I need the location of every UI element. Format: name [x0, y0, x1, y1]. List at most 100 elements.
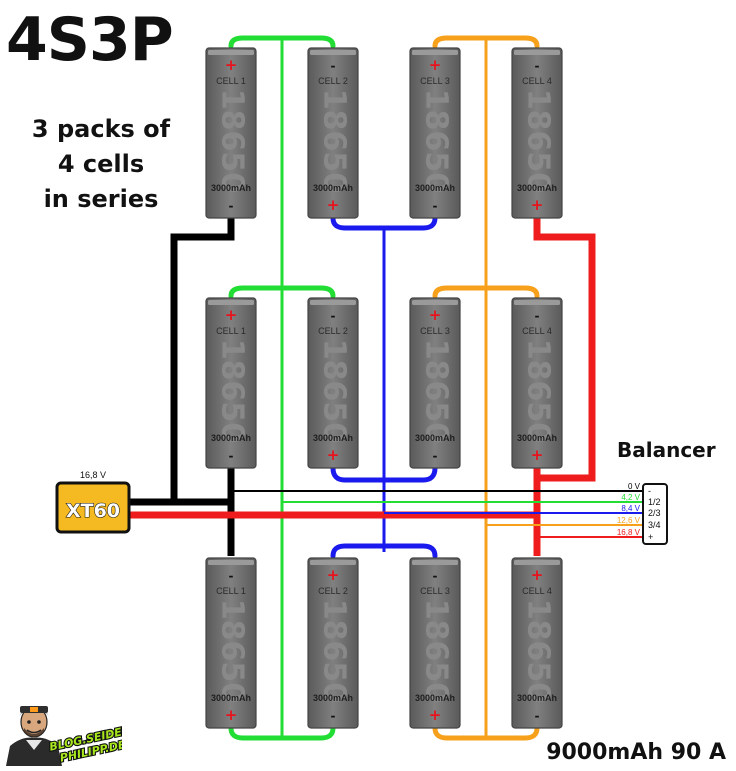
cell-capacity: 3000mAh — [313, 183, 353, 193]
cell-capacity: 3000mAh — [517, 433, 557, 443]
cell-label: CELL 2 — [318, 326, 348, 336]
pack-description: 3 packs of 4 cells in series — [10, 112, 192, 217]
cell-cap — [514, 300, 560, 305]
balancer-pin: 3/4 — [648, 520, 661, 530]
cell-cap — [208, 560, 254, 565]
cell-label: CELL 1 — [216, 586, 246, 596]
link-3-4 — [432, 285, 540, 299]
cell-model: 18650 — [419, 89, 454, 193]
link-3-4 — [432, 35, 540, 49]
page-title: 4S3P — [6, 5, 174, 75]
cell-cap — [412, 560, 458, 565]
cell-body — [511, 557, 563, 729]
minus-terminal-icon: - — [229, 449, 234, 463]
cell-capacity: 3000mAh — [313, 433, 353, 443]
cell-cap — [412, 50, 458, 55]
minus-terminal-icon: - — [229, 199, 234, 213]
cell-label: CELL 4 — [522, 76, 552, 86]
cell-model: 18650 — [521, 89, 556, 193]
cell-body — [409, 297, 461, 469]
plus-terminal-icon: + — [327, 446, 340, 464]
cell-capacity: 3000mAh — [211, 693, 251, 703]
balancer-pin: 2/3 — [648, 508, 661, 518]
cell-cap — [412, 300, 458, 305]
plus-terminal-icon: + — [531, 446, 544, 464]
cell-cap — [310, 300, 356, 305]
plus-terminal-icon: + — [327, 566, 340, 584]
cell-body — [307, 297, 359, 469]
cell-capacity: 3000mAh — [517, 183, 557, 193]
cell-body — [205, 47, 257, 219]
plus-terminal-icon: + — [327, 196, 340, 214]
cell-body — [205, 297, 257, 469]
cell-label: CELL 2 — [318, 76, 348, 86]
link-3-4 — [432, 725, 540, 741]
xt60-connector: XT60 16,8 V — [55, 470, 131, 534]
minus-terminal-icon: - — [433, 199, 438, 213]
cell-label: CELL 4 — [522, 586, 552, 596]
minus-terminal-icon: - — [535, 309, 540, 323]
minus-terminal-icon: - — [535, 709, 540, 723]
balancer-voltage: 0 V — [628, 482, 641, 491]
mascot-avatar-icon — [6, 706, 62, 766]
cell-label: CELL 3 — [420, 76, 450, 86]
parallel-bus-wires — [280, 40, 488, 738]
balancer-leads — [231, 490, 643, 538]
balancer-voltage: 8,4 V — [621, 504, 640, 513]
cell-label: CELL 4 — [522, 326, 552, 336]
cell-label: CELL 3 — [420, 326, 450, 336]
pack-description-line: in series — [43, 185, 159, 213]
cell-cap — [208, 50, 254, 55]
pack-1-links — [228, 35, 540, 231]
blog-logo: BLOG.SEIDEL- PHILIPP.DE — [6, 706, 122, 766]
cell-capacity: 3000mAh — [415, 693, 455, 703]
cell-model: 18650 — [521, 339, 556, 443]
cell-model: 18650 — [317, 599, 352, 703]
cell-label: CELL 1 — [216, 326, 246, 336]
plus-terminal-icon: + — [429, 306, 442, 324]
balancer-voltage-labels: 0 V4,2 V8,4 V12,6 V16,8 V — [617, 482, 641, 537]
cell-body — [409, 47, 461, 219]
cell-label: CELL 2 — [318, 586, 348, 596]
balancer-title: Balancer — [617, 438, 716, 462]
pack-description-line: 4 cells — [57, 150, 145, 178]
cell-label: CELL 3 — [420, 586, 450, 596]
minus-terminal-icon: - — [433, 569, 438, 583]
plus-terminal-icon: + — [429, 56, 442, 74]
plus-terminal-icon: + — [429, 706, 442, 724]
minus-terminal-icon: - — [535, 59, 540, 73]
plus-terminal-icon: + — [531, 196, 544, 214]
cell-body — [307, 47, 359, 219]
total-capacity: 9000mAh 90 A — [546, 740, 726, 765]
link-1-2 — [228, 35, 336, 49]
link-1-2 — [228, 725, 336, 741]
cell-model: 18650 — [215, 339, 250, 443]
minus-terminal-icon: - — [331, 309, 336, 323]
plus-terminal-icon: + — [225, 706, 238, 724]
cell-model: 18650 — [317, 89, 352, 193]
cell-model: 18650 — [215, 89, 250, 193]
cell-model: 18650 — [317, 339, 352, 443]
cell-model: 18650 — [419, 339, 454, 443]
cell-capacity: 3000mAh — [415, 433, 455, 443]
cell-capacity: 3000mAh — [211, 183, 251, 193]
plus-terminal-icon: + — [531, 566, 544, 584]
xt60-voltage: 16,8 V — [80, 470, 106, 480]
minus-terminal-icon: - — [331, 59, 336, 73]
link-2-3 — [330, 215, 438, 231]
link-1-2 — [228, 285, 336, 299]
link-2-3 — [330, 543, 438, 559]
cell-capacity: 3000mAh — [517, 693, 557, 703]
balancer-pin-labels: -1/22/33/4+ — [648, 486, 661, 542]
cell-body — [205, 557, 257, 729]
cell-label: CELL 1 — [216, 76, 246, 86]
